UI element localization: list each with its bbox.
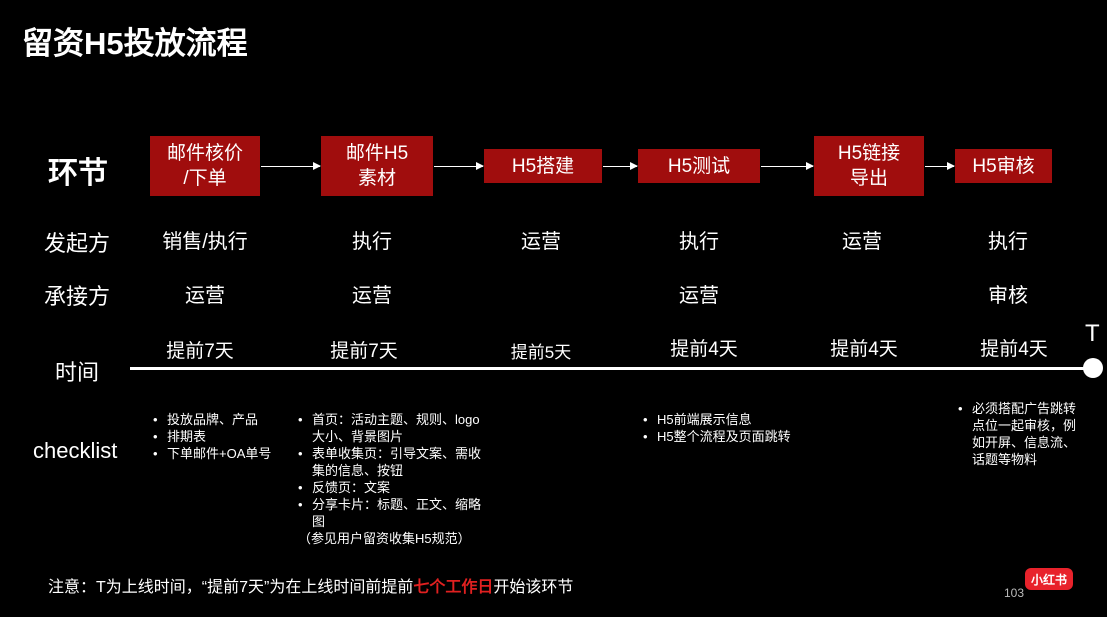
checklist-col2: 首页：活动主题、规则、logo大小、背景图片 表单收集页：引导文案、需收集的信息… xyxy=(298,411,488,547)
checklist-item: 必须搭配广告跳转点位一起审核，例如开屏、信息流、话题等物料 xyxy=(958,400,1076,468)
receiver-cell: 审核 xyxy=(988,285,1028,307)
checklist-note: （参见用户留资收集H5规范） xyxy=(298,531,471,546)
page-title: 留资H5投放流程 xyxy=(22,26,248,61)
time-cell: 提前7天 xyxy=(166,341,234,362)
flow-arrow xyxy=(434,162,484,170)
row-label-initiator: 发起方 xyxy=(44,231,111,256)
row-label-checklist: checklist xyxy=(33,438,118,463)
footnote: 注意：T为上线时间，“提前7天”为在上线时间前提前七个工作日开始该环节 xyxy=(48,573,573,597)
initiator-cell: 运营 xyxy=(842,231,882,253)
step-box-price-order: 邮件核价 /下单 xyxy=(150,136,260,196)
initiator-cell: 执行 xyxy=(352,231,392,253)
checklist-item: 分享卡片：标题、正文、缩略图 xyxy=(298,496,488,530)
checklist-item: 排期表 xyxy=(153,428,293,445)
step-box-h5-link-export: H5链接 导出 xyxy=(814,136,924,196)
xiaohongshu-logo: 小红书 xyxy=(1025,568,1073,590)
time-cell: 提前7天 xyxy=(330,341,398,362)
time-cell: 提前4天 xyxy=(980,339,1048,360)
timeline-bar xyxy=(130,367,1090,370)
checklist-col6: 必须搭配广告跳转点位一起审核，例如开屏、信息流、话题等物料 xyxy=(958,400,1076,468)
timeline-endpoint xyxy=(1083,358,1103,378)
receiver-cell: 运营 xyxy=(679,285,719,307)
receiver-cell: 运营 xyxy=(185,285,225,307)
row-label-receiver: 承接方 xyxy=(44,284,111,309)
footnote-suffix: 开始该环节 xyxy=(493,579,574,596)
checklist-item: 下单邮件+OA单号 xyxy=(153,445,293,462)
initiator-cell: 执行 xyxy=(679,231,719,253)
checklist-item: 投放品牌、产品 xyxy=(153,411,293,428)
checklist-item: H5前端展示信息 xyxy=(643,411,833,428)
row-label-time: 时间 xyxy=(55,360,100,385)
timeline-end-label: T xyxy=(1085,320,1100,347)
checklist-item: H5整个流程及页面跳转 xyxy=(643,428,833,445)
flow-arrow xyxy=(925,162,955,170)
flow-arrow xyxy=(761,162,814,170)
flow-arrow xyxy=(603,162,638,170)
time-cell: 提前5天 xyxy=(510,343,572,362)
footnote-prefix: 注意：T为上线时间，“提前7天”为在上线时间前提前 xyxy=(48,579,414,596)
step-box-h5-review: H5审核 xyxy=(955,149,1052,183)
checklist-col1: 投放品牌、产品 排期表 下单邮件+OA单号 xyxy=(153,411,293,462)
footnote-highlight: 七个工作日 xyxy=(413,579,494,596)
flow-arrow xyxy=(261,162,321,170)
checklist-item: 反馈页：文案 xyxy=(298,479,488,496)
page-number: 103 xyxy=(1004,586,1025,600)
initiator-cell: 销售/执行 xyxy=(162,231,248,253)
step-box-h5-build: H5搭建 xyxy=(484,149,602,183)
step-box-h5-material: 邮件H5 素材 xyxy=(321,136,433,196)
checklist-item: 首页：活动主题、规则、logo大小、背景图片 xyxy=(298,411,488,445)
initiator-cell: 运营 xyxy=(521,231,561,253)
checklist-col4: H5前端展示信息 H5整个流程及页面跳转 xyxy=(643,411,833,445)
time-cell: 提前4天 xyxy=(670,339,738,360)
time-cell: 提前4天 xyxy=(830,339,898,360)
checklist-item: 表单收集页：引导文案、需收集的信息、按钮 xyxy=(298,445,488,479)
receiver-cell: 运营 xyxy=(352,285,392,307)
row-label-stage: 环节 xyxy=(48,157,108,190)
initiator-cell: 执行 xyxy=(988,231,1028,253)
step-box-h5-test: H5测试 xyxy=(638,149,760,183)
